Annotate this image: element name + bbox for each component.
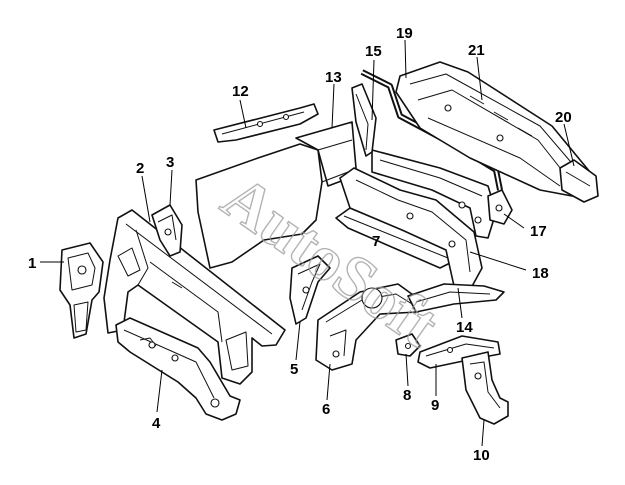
part-5-arch-bracket — [289, 255, 331, 325]
leader-lines — [40, 39, 575, 447]
part-3-corner-bracket — [151, 204, 183, 257]
part-1-headlamp-bracket — [59, 242, 104, 339]
callout-12: 12 — [232, 83, 249, 100]
callout-8: 8 — [403, 387, 411, 404]
callout-15: 15 — [365, 43, 382, 60]
callout-1: 1 — [28, 255, 36, 272]
callout-13: 13 — [325, 69, 342, 86]
part-14-floor-bracket — [407, 283, 505, 313]
part-2-radiator-frame — [103, 209, 286, 385]
part-6-side-member — [315, 283, 421, 371]
callout-14: 14 — [456, 319, 473, 336]
callout-2: 2 — [136, 160, 144, 177]
part-15-side-rail — [351, 83, 377, 157]
part-13-dash-panel — [195, 121, 357, 269]
callout-18: 18 — [532, 265, 549, 282]
callout-17: 17 — [530, 223, 547, 240]
callout-19: 19 — [396, 25, 413, 42]
callout-labels: 1 2 3 4 5 6 7 8 9 10 12 13 14 15 17 18 1… — [28, 25, 572, 464]
callout-6: 6 — [322, 401, 330, 418]
part-17-end-bracket — [487, 189, 513, 225]
callout-7: 7 — [372, 233, 380, 250]
callout-5: 5 — [290, 361, 298, 378]
callout-4: 4 — [152, 415, 161, 432]
callout-9: 9 — [431, 397, 439, 414]
part-8-small-bracket — [395, 333, 421, 357]
part-4-lower-crossmember — [115, 317, 241, 421]
callout-20: 20 — [555, 109, 572, 126]
callout-3: 3 — [166, 154, 174, 171]
part-21-cowl-panel — [395, 61, 593, 197]
part-14-inner-member — [339, 167, 483, 291]
callout-21: 21 — [468, 42, 485, 59]
callout-10: 10 — [473, 447, 490, 464]
part-10-lower-bracket — [461, 351, 509, 425]
part-12-dash-reinforcement — [213, 103, 319, 143]
part-20-cowl-end — [559, 159, 599, 203]
part-18-plenum-member — [371, 149, 497, 239]
